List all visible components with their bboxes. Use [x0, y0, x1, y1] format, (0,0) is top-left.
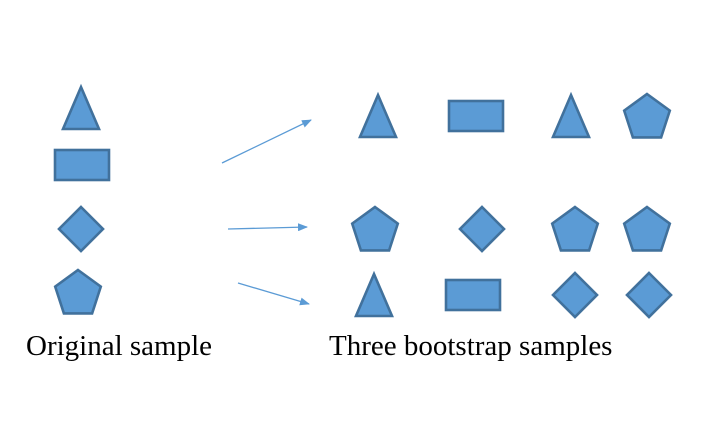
sample-3-triangle-shape	[354, 270, 394, 318]
sample-3-rectangle-shape	[444, 278, 502, 312]
original-diamond-shape	[57, 205, 105, 253]
original-sample-group	[53, 83, 111, 315]
sample-1-pentagon-shape	[622, 92, 672, 139]
sample-3-diamond-shape	[551, 271, 599, 319]
bootstrap-samples-label: Three bootstrap samples	[329, 330, 613, 362]
sample-3-diamond-shape	[625, 271, 673, 319]
sample-1-triangle-shape	[551, 91, 591, 139]
sample-2-pentagon-shape	[622, 205, 672, 252]
arrow-to-sample-2	[227, 223, 308, 232]
original-triangle-shape	[61, 83, 101, 131]
sample-2-pentagon-shape	[350, 205, 400, 252]
sample-1-triangle-shape	[358, 91, 398, 139]
sample-2-diamond-shape	[458, 205, 506, 253]
sample-1-rectangle-shape	[447, 99, 505, 133]
arrow-to-sample-3	[237, 282, 310, 306]
arrow-to-sample-1	[221, 119, 312, 164]
sample-2-pentagon-shape	[550, 205, 600, 252]
bootstrap-samples-group	[350, 91, 673, 319]
original-rectangle-shape	[53, 148, 111, 182]
arrows-group	[221, 119, 312, 306]
original-pentagon-shape	[53, 268, 103, 315]
original-sample-label: Original sample	[26, 330, 213, 362]
